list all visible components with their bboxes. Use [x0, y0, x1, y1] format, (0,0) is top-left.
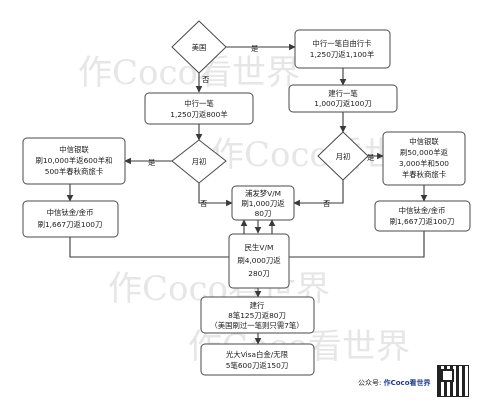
- decision-us: [171, 20, 227, 74]
- node-label: 中行一笔自由行卡: [312, 39, 371, 48]
- decision-month-right: [317, 131, 369, 181]
- box-citic-ti-right: [374, 200, 471, 232]
- edge-label-yes: 是: [251, 44, 259, 53]
- edge-label-yes: 是: [367, 153, 375, 162]
- edge-labels: 是 否 是 否 是 否: [148, 44, 375, 208]
- node-label: 刷50,000羊返: [400, 148, 449, 157]
- node-label: 1,250刀返1,100羊: [310, 50, 375, 59]
- node-label: 建行: [250, 301, 265, 310]
- node-label: 建行一笔: [328, 89, 358, 98]
- node-label: 8笔125刀返80刀: [228, 311, 286, 320]
- node-label: 280刀: [248, 269, 270, 278]
- edge-label-no: 否: [323, 199, 331, 208]
- box-citic-union-left: [22, 137, 126, 185]
- box-cn-bank-one: [144, 92, 254, 125]
- box-ceb: [200, 343, 315, 376]
- footer-label: 公众号:: [358, 379, 382, 387]
- node-label: 80刀: [255, 209, 272, 218]
- node-label: 500羊春秋商旅卡: [45, 167, 103, 176]
- footer-handle: 作Coco看世界: [383, 379, 431, 387]
- decision-month-left: [171, 139, 227, 184]
- footer-caption: 公众号: 作Coco看世界: [358, 378, 431, 388]
- node-label: 美国: [192, 43, 207, 52]
- node-label: 月初: [336, 152, 351, 161]
- node-label: 中信银联: [409, 137, 439, 146]
- node-label: 刷4,000刀返: [237, 256, 281, 265]
- edge-month-left-no: [198, 183, 233, 207]
- node-label: 1,000刀返100刀: [314, 99, 371, 108]
- node-label: 5笔600刀返150刀: [226, 361, 288, 370]
- box-citic-union-right: [382, 131, 466, 186]
- node-label: 3,000羊和500: [399, 159, 449, 168]
- node-label: 刷10,000羊返600羊和: [36, 156, 113, 165]
- node-label: 中信钛金/金币: [47, 208, 94, 217]
- node-label: 中信钛金/金币: [399, 206, 446, 215]
- node-label: 浦发梦V/M: [245, 189, 281, 198]
- box-cn-bank-free: [294, 29, 391, 69]
- node-label: 刷1,667刀返100刀: [390, 217, 455, 226]
- node-label: 羊春秋商旅卡: [402, 170, 446, 179]
- edge-label-no: 否: [200, 199, 208, 208]
- node-label: 民生V/M: [245, 243, 274, 252]
- box-ccb-multi: [200, 296, 315, 334]
- edge-month-right-no: [293, 180, 344, 207]
- qr-code-icon: [437, 365, 469, 397]
- node-label: 月初: [192, 157, 207, 166]
- edge-label-no: 否: [202, 75, 210, 84]
- box-spdb: [231, 185, 295, 221]
- node-label: 光大Visa白金/无限: [226, 350, 289, 359]
- node-label: 刷1,000刀返: [241, 199, 285, 208]
- node-label: 刷1,667刀返100刀: [38, 220, 103, 229]
- edge-label-yes: 是: [148, 158, 156, 167]
- node-label: （美国刷过一笔则只需7笔）: [210, 321, 303, 330]
- box-citic-ti-left: [22, 200, 119, 238]
- nodes: [22, 20, 471, 376]
- node-labels: 美国 中行一笔自由行卡 1,250刀返1,100羊 中行一笔 1,250刀返80…: [36, 39, 455, 370]
- node-label: 1,250刀返800羊: [170, 110, 227, 119]
- node-label: 中信银联: [59, 145, 89, 154]
- box-ccb-one: [288, 84, 398, 113]
- node-label: 中行一笔: [184, 99, 214, 108]
- box-cmbc: [228, 233, 290, 289]
